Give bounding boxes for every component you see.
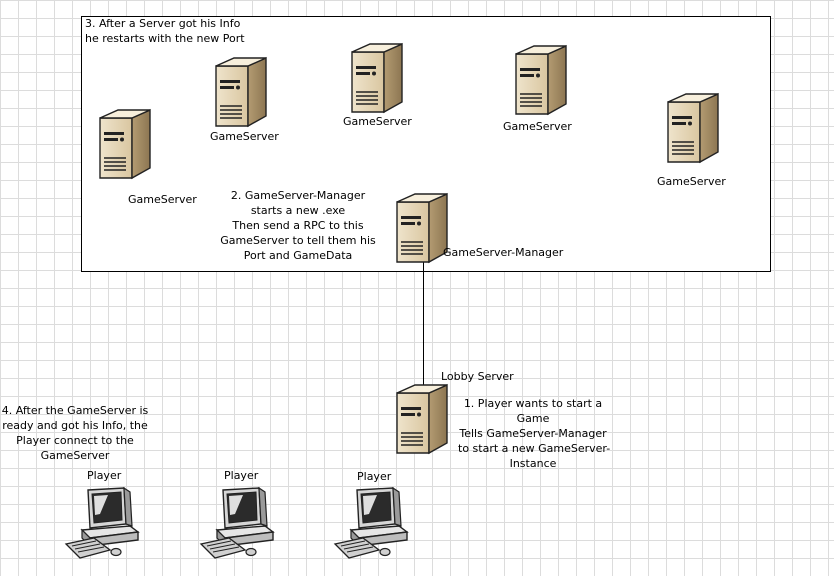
note-step1: 1. Player wants to start a Game Tells Ga… — [458, 396, 611, 471]
computer-icon — [199, 484, 283, 564]
player-label: Player — [224, 469, 259, 482]
manager-label: GameServer-Manager — [443, 246, 564, 259]
note-step2-line: starts a new .exe — [250, 204, 346, 217]
gameserver-3 — [348, 42, 406, 114]
gameserver-label: GameServer — [210, 130, 279, 143]
note-step1-line: Instance — [509, 457, 557, 470]
computer-icon — [333, 484, 417, 564]
player-2 — [199, 484, 283, 564]
note-step4-line: GameServer — [40, 449, 110, 462]
gameserver-label: GameServer — [343, 115, 412, 128]
note-step4-line: Player connect to the — [16, 434, 134, 447]
note-step1-line: Game — [516, 412, 550, 425]
note-step4: 4. After the GameServer is ready and got… — [0, 403, 150, 463]
gameserver-label: GameServer — [128, 193, 197, 206]
server-icon — [212, 56, 270, 128]
note-step1-line: Tells GameServer-Manager — [459, 427, 607, 440]
player-3 — [333, 484, 417, 564]
note-step3-line: 3. After a Server got his Info — [85, 17, 241, 30]
gameserver-4 — [512, 44, 570, 116]
gameserver-5 — [664, 92, 722, 164]
player-label: Player — [357, 470, 392, 483]
note-step2: 2. GameServer-Manager starts a new .exe … — [218, 188, 378, 263]
computer-icon — [64, 484, 148, 564]
server-icon — [512, 44, 570, 116]
gameserver-label: GameServer — [657, 175, 726, 188]
gameserver-label: GameServer — [503, 120, 572, 133]
server-icon — [664, 92, 722, 164]
gameserver-2 — [212, 56, 270, 128]
note-step4-line: ready and got his Info, the — [2, 419, 148, 432]
note-step2-line: Then send a RPC to this — [232, 219, 364, 232]
note-step2-line: 2. GameServer-Manager — [230, 189, 366, 202]
player-label: Player — [87, 469, 122, 482]
note-step4-line: 4. After the GameServer is — [1, 404, 149, 417]
note-step2-line: GameServer to tell them his — [220, 234, 376, 247]
note-step1-line: to start a new GameServer- — [458, 442, 611, 455]
note-step1-line: 1. Player wants to start a — [463, 397, 603, 410]
lobby-server — [393, 383, 451, 455]
server-icon — [393, 383, 451, 455]
gameserver-1 — [96, 108, 154, 180]
player-1 — [64, 484, 148, 564]
lobby-label: Lobby Server — [441, 370, 514, 383]
note-step2-line: Port and GameData — [243, 249, 353, 262]
note-step3: 3. After a Server got his Info he restar… — [85, 16, 245, 46]
manager-lobby-connector — [423, 228, 424, 393]
server-icon — [348, 42, 406, 114]
note-step3-line: he restarts with the new Port — [85, 32, 245, 45]
server-icon — [96, 108, 154, 180]
